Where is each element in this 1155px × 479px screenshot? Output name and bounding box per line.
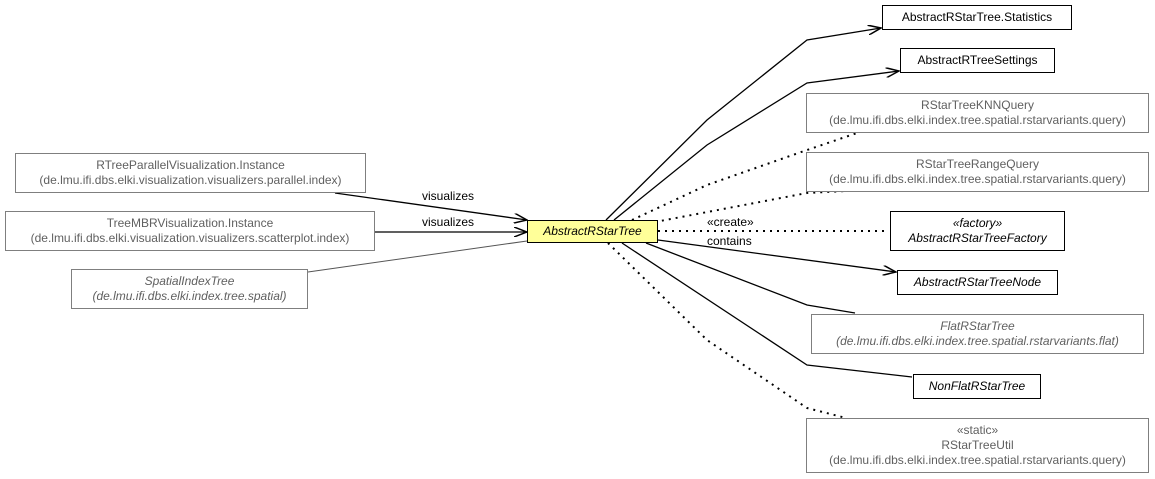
class-name: SpatialIndexTree <box>144 274 235 288</box>
edge-to-nonflat <box>621 242 913 378</box>
class-flat-rstar-tree[interactable]: FlatRStarTree (de.lmu.ifi.dbs.elki.index… <box>811 314 1144 354</box>
edge-contains-node <box>657 239 896 272</box>
class-rstar-tree-range-query[interactable]: RStarTreeRangeQuery (de.lmu.ifi.dbs.elki… <box>806 152 1149 192</box>
edge-label-contains: contains <box>707 234 752 248</box>
class-name: AbstractRStarTree.Statistics <box>901 10 1053 24</box>
class-rtree-parallel-visualization-instance[interactable]: RTreeParallelVisualization.Instance (de.… <box>15 153 366 193</box>
class-abstract-rstar-tree-node[interactable]: AbstractRStarTreeNode <box>897 270 1058 295</box>
focus-class-name: AbstractRStarTree <box>543 224 642 238</box>
class-stereotype: «static» <box>956 423 999 437</box>
class-tree-mbr-visualization-instance[interactable]: TreeMBRVisualization.Instance (de.lmu.if… <box>5 211 375 251</box>
class-package: (de.lmu.ifi.dbs.elki.index.tree.spatial.… <box>829 172 1126 186</box>
edge-to-flat <box>645 242 856 314</box>
class-rstar-tree-knn-query[interactable]: RStarTreeKNNQuery (de.lmu.ifi.dbs.elki.i… <box>806 93 1149 133</box>
class-name: AbstractRStarTreeNode <box>913 275 1042 289</box>
class-name: RStarTreeUtil <box>941 438 1014 452</box>
focus-class-abstract-rstar-tree[interactable]: AbstractRStarTree <box>527 220 658 243</box>
class-abstract-rtree-settings[interactable]: AbstractRTreeSettings <box>900 48 1055 73</box>
class-package: (de.lmu.ifi.dbs.elki.visualization.visua… <box>39 173 342 187</box>
class-name: TreeMBRVisualization.Instance <box>106 216 274 230</box>
class-package: (de.lmu.ifi.dbs.elki.index.tree.spatial.… <box>836 334 1119 348</box>
edge-label-visualizes-2: visualizes <box>422 215 475 229</box>
class-name: AbstractRTreeSettings <box>917 53 1038 67</box>
class-abstract-rstar-tree-factory[interactable]: «factory» AbstractRStarTreeFactory <box>890 211 1065 251</box>
class-non-flat-rstar-tree[interactable]: NonFlatRStarTree <box>913 374 1041 399</box>
edge-spatial-index <box>307 240 528 273</box>
edge-visualizes-parallel <box>334 192 527 220</box>
edge-to-range-query <box>654 190 846 223</box>
edge-to-settings <box>613 71 899 221</box>
edge-to-statistics <box>605 28 881 221</box>
class-package: (de.lmu.ifi.dbs.elki.index.tree.spatial.… <box>829 113 1126 127</box>
class-abstract-rstar-tree-statistics[interactable]: AbstractRStarTree.Statistics <box>882 5 1072 30</box>
class-name: NonFlatRStarTree <box>928 379 1026 393</box>
class-package: (de.lmu.ifi.dbs.elki.index.tree.spatial) <box>92 289 287 303</box>
edge-label-create: «create» <box>707 215 754 229</box>
edge-label-visualizes-1: visualizes <box>422 189 475 203</box>
class-stereotype: «factory» <box>952 216 1003 230</box>
class-package: (de.lmu.ifi.dbs.elki.visualization.visua… <box>30 231 350 245</box>
class-name: RTreeParallelVisualization.Instance <box>96 158 285 172</box>
class-name: FlatRStarTree <box>940 319 1015 333</box>
class-name: RStarTreeRangeQuery <box>916 157 1039 171</box>
class-spatial-index-tree[interactable]: SpatialIndexTree (de.lmu.ifi.dbs.elki.in… <box>71 269 308 309</box>
class-name: RStarTreeKNNQuery <box>921 98 1034 112</box>
class-name: AbstractRStarTreeFactory <box>908 231 1047 245</box>
class-package: (de.lmu.ifi.dbs.elki.index.tree.spatial.… <box>829 453 1126 467</box>
class-rstar-tree-util[interactable]: «static» RStarTreeUtil (de.lmu.ifi.dbs.e… <box>806 418 1149 473</box>
